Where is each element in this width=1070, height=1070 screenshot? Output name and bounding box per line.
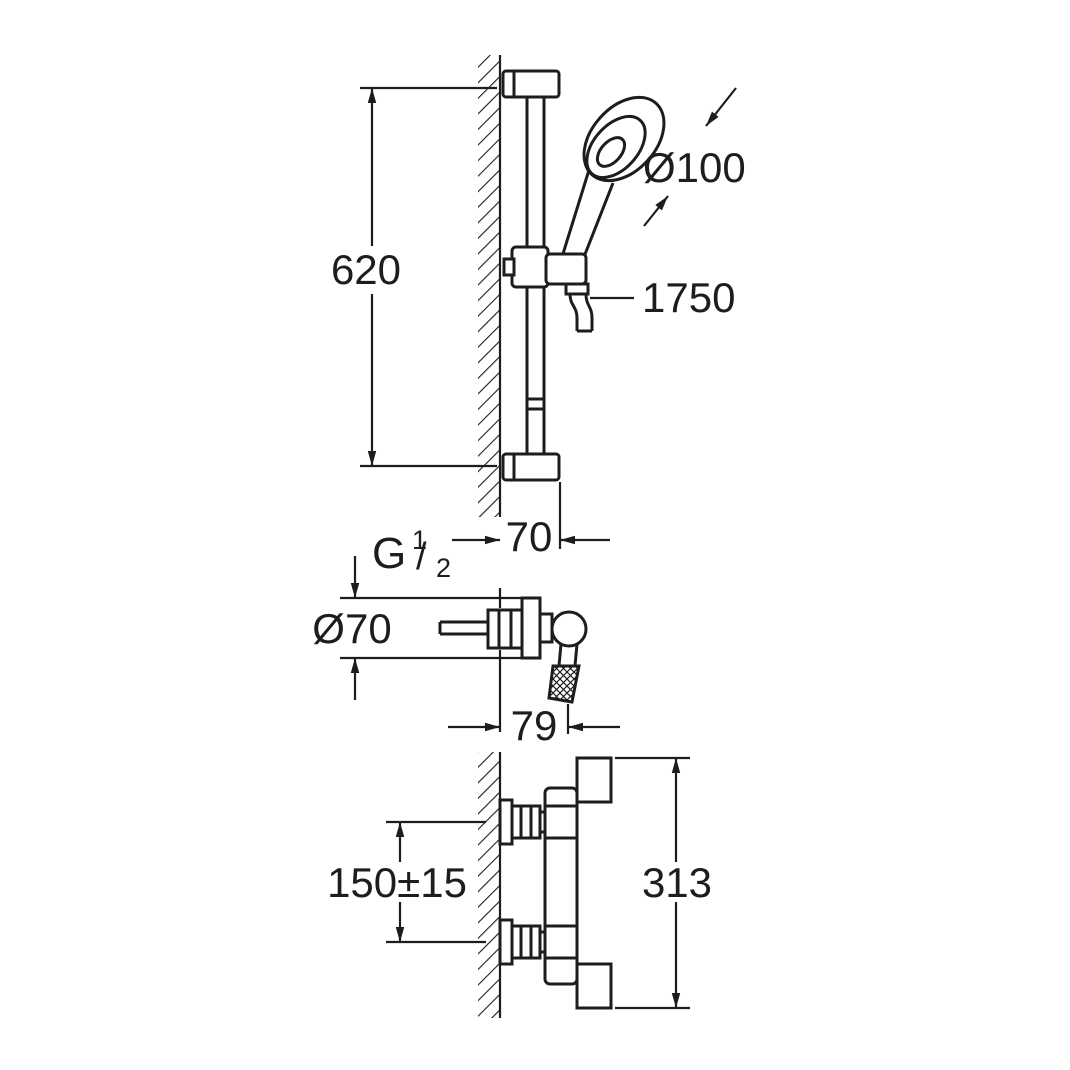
mixer-top-inlet bbox=[498, 798, 545, 846]
rail-brackets bbox=[501, 69, 561, 482]
mixer-body bbox=[543, 786, 579, 986]
union-view: G 1 / 2 Ø70 bbox=[312, 525, 620, 749]
shower-hose bbox=[564, 282, 594, 333]
dimension-union-depth: 79 bbox=[448, 702, 620, 749]
inlet-spacing-label: 150±15 bbox=[327, 859, 467, 906]
thread-prefix: G bbox=[372, 529, 406, 578]
wall-hatching-top bbox=[478, 55, 500, 517]
bottom-wall-bracket bbox=[501, 452, 561, 482]
top-wall-bracket bbox=[501, 69, 561, 99]
wall-union-body bbox=[438, 596, 588, 704]
rail-view: 620 bbox=[331, 55, 746, 560]
head-diameter-label: Ø100 bbox=[643, 144, 746, 191]
union-ball-joint bbox=[550, 610, 588, 648]
thread-slash: / bbox=[416, 536, 427, 578]
flange-diameter-label: Ø70 bbox=[312, 605, 391, 652]
hose-length-label: 1750 bbox=[642, 274, 735, 321]
wall-hatching-bottom bbox=[478, 752, 500, 1018]
dimension-head-diameter: Ø100 bbox=[643, 87, 746, 227]
union-neck bbox=[538, 612, 554, 644]
thread-denominator: 2 bbox=[436, 553, 451, 583]
union-hex-nut bbox=[486, 608, 524, 650]
dimension-inlet-spacing: 150±15 bbox=[327, 820, 486, 944]
bracket-depth-label: 70 bbox=[506, 513, 553, 560]
glider-button bbox=[502, 257, 516, 277]
overall-height-label: 313 bbox=[642, 859, 712, 906]
dimension-hose-length: 1750 bbox=[590, 274, 735, 321]
hand-shower-handle bbox=[560, 169, 615, 268]
rail-glider bbox=[502, 245, 588, 289]
temperature-handle bbox=[575, 756, 613, 804]
thread-size-label: G 1 / 2 bbox=[372, 525, 451, 583]
dimension-bracket-depth: 70 bbox=[452, 482, 610, 560]
handshower-holder bbox=[544, 252, 588, 286]
dimension-flange-diameter: Ø70 bbox=[312, 556, 540, 700]
mixer-view: 150±15 313 bbox=[327, 752, 712, 1018]
union-depth-label: 79 bbox=[511, 702, 558, 749]
dimension-rail-height: 620 bbox=[331, 86, 497, 468]
volume-handle bbox=[575, 962, 613, 1010]
rail-height-label: 620 bbox=[331, 246, 401, 293]
mixer-bottom-inlet bbox=[498, 918, 545, 966]
union-flange bbox=[520, 596, 542, 660]
mixer-handles bbox=[575, 756, 613, 1010]
dimension-overall-height: 313 bbox=[615, 756, 712, 1010]
thread-numerator: 1 bbox=[412, 525, 427, 555]
hand-shower-head bbox=[582, 95, 666, 183]
